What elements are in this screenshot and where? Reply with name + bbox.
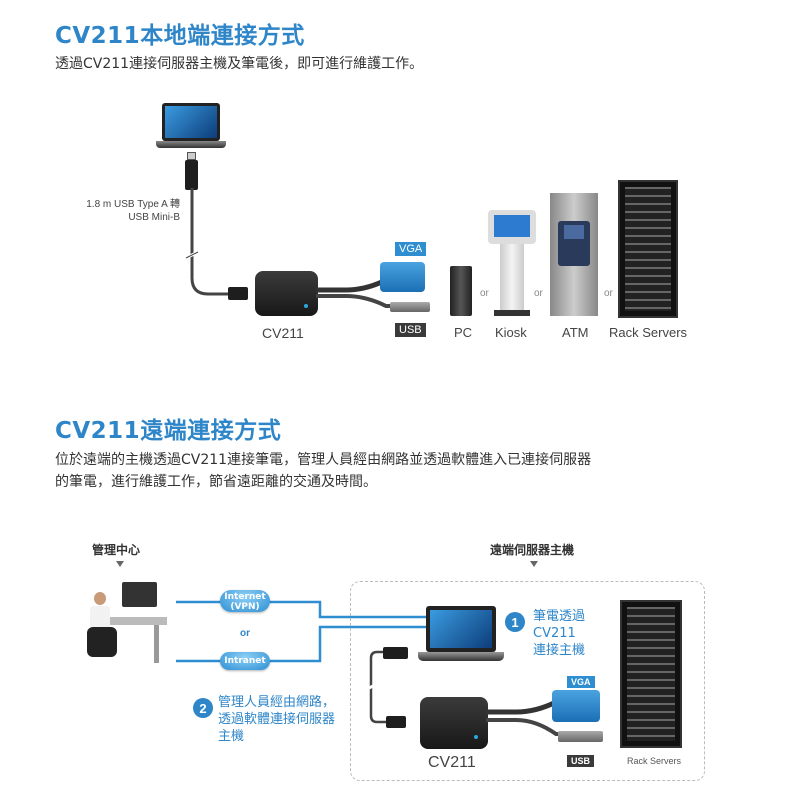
kiosk-icon (488, 210, 536, 316)
usb-connector-icon (185, 160, 198, 190)
step1-line: CV211 (533, 626, 576, 641)
remote-vga-badge: VGA (567, 676, 595, 688)
section2-description-line1: 位於遠端的主機透過CV211連接筆電，管理人員經由網路並透過軟體進入已連接伺服器 (55, 452, 592, 468)
cable-label-line1: 1.8 m USB Type A 轉 (86, 199, 180, 210)
vga-badge: VGA (395, 242, 427, 256)
administrator-workstation-icon (82, 582, 167, 670)
remote-host-area (350, 581, 705, 781)
or-label: or (534, 288, 543, 299)
cv211-label: CV211 (262, 325, 304, 341)
step2-text: 管理人員經由網路， 透過軟體連接伺服器 主機 (218, 694, 335, 745)
step2-line: 主機 (218, 729, 245, 744)
cloud-vpn-label: (VPN) (230, 602, 260, 612)
cable-label-line2: USB Mini-B (128, 212, 180, 223)
section1-description: 透過CV211連接伺服器主機及筆電後，即可進行維護工作。 (55, 56, 424, 72)
vga-connector-icon (380, 262, 425, 292)
usb-cable (185, 188, 230, 296)
step2-line: 透過軟體連接伺服器 (218, 712, 336, 727)
remote-mini-usb-plug-icon (386, 716, 406, 728)
section2-title: CV211遠端連接方式 (55, 418, 282, 444)
step1-number: 1 (505, 612, 525, 632)
cv211-device-icon (255, 271, 318, 316)
or-label: or (604, 288, 613, 299)
step1-line: 筆電透過 (533, 609, 586, 624)
step1-line: 連接主機 (533, 643, 586, 658)
remote-laptop-icon (418, 606, 504, 664)
remote-usb-badge: USB (567, 755, 595, 767)
remote-cv211-label: CV211 (428, 754, 476, 771)
laptop-icon (156, 103, 226, 151)
section1-title: CV211本地端連接方式 (55, 23, 305, 49)
atm-icon (550, 193, 598, 316)
target-rack-servers: Rack Servers (609, 325, 688, 340)
section2-description-line2: 的筆電，進行維護工作，節省遠距離的交通及時間。 (55, 474, 377, 490)
remote-usb-plug-icon (383, 647, 408, 659)
pc-icon (450, 266, 472, 316)
remote-usb-cable (365, 650, 390, 724)
section2-description: 位於遠端的主機透過CV211連接筆電，管理人員經由網路並透過軟體進入已連接伺服器… (55, 449, 591, 493)
cloud-internet-label: Internet (224, 592, 266, 602)
target-kiosk: Kiosk (495, 325, 527, 340)
usb-a-connector-icon (390, 302, 430, 312)
step2-number: 2 (193, 698, 213, 718)
or-label: or (480, 288, 489, 299)
remote-vga-connector-icon (552, 690, 600, 722)
remote-rack-servers-label: Rack Servers (627, 756, 682, 766)
management-center-label: 管理中心 (92, 543, 141, 557)
down-arrow-icon (116, 561, 124, 567)
down-arrow-icon (530, 561, 538, 567)
usb-badge: USB (395, 323, 426, 337)
mini-usb-plug-icon (228, 287, 248, 300)
internet-vpn-cloud: Internet (VPN) (220, 590, 270, 612)
usb-plug-icon (187, 152, 196, 160)
step1-text: 筆電透過 CV211 連接主機 (533, 608, 585, 659)
step2-line: 管理人員經由網路， (218, 695, 336, 710)
remote-server-host-label: 遠端伺服器主機 (490, 543, 575, 557)
target-atm: ATM (562, 325, 589, 340)
intranet-cloud: Intranet (220, 652, 270, 670)
remote-cv211-device-icon (420, 697, 488, 749)
remote-rack-servers-icon (620, 600, 682, 748)
rack-servers-icon (618, 180, 678, 318)
remote-usb-a-connector-icon (558, 731, 603, 742)
target-pc: PC (454, 325, 473, 340)
or-label: or (240, 628, 250, 639)
